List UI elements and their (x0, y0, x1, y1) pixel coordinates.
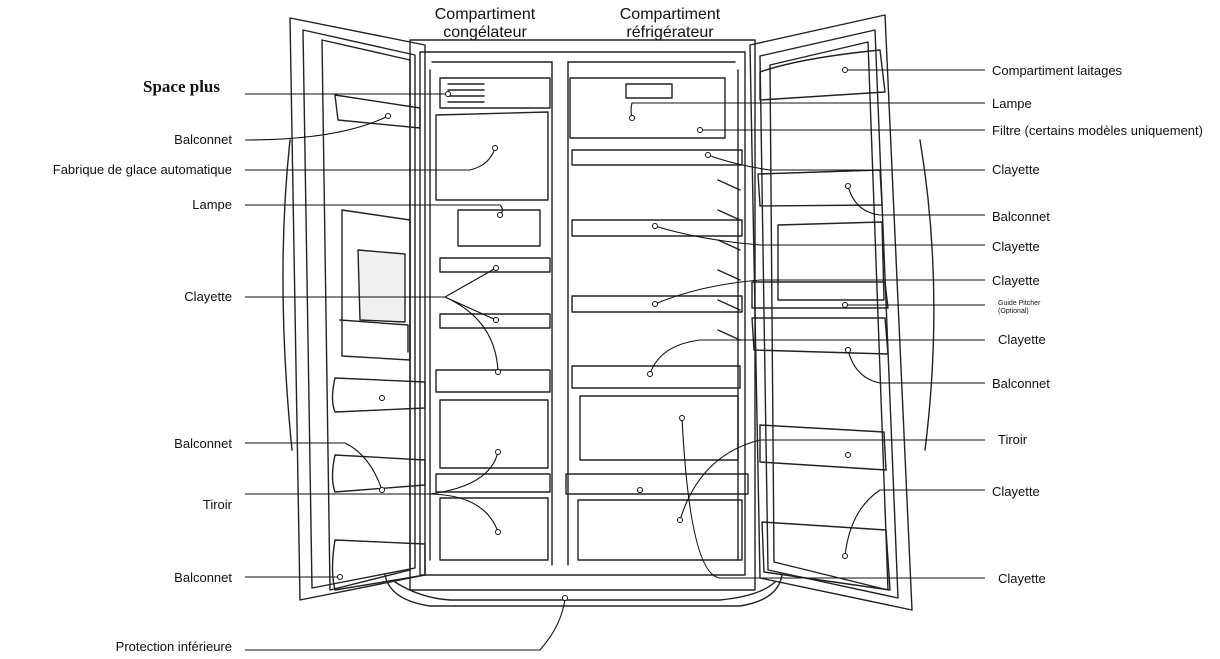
label-filtre: Filtre (certains modèles uniquement) (992, 123, 1203, 138)
fridge-header: Compartiment réfrigérateur (600, 6, 740, 42)
leader-tiroir-left (245, 451, 499, 495)
cabinet (384, 39, 783, 607)
label-clayette-right-5: Clayette (992, 484, 1040, 499)
label-clayette-right-6: Clayette (998, 571, 1046, 586)
leader-lampe-right (630, 102, 985, 119)
label-balconnet-left-3: Balconnet (174, 570, 232, 585)
leader-clayette-1 (707, 154, 985, 171)
freezer-header: Compartiment congélateur (420, 6, 550, 42)
leader-clayette-5 (844, 489, 985, 557)
label-clayette-right-4: Clayette (998, 332, 1046, 347)
label-protection: Protection inférieure (115, 639, 232, 654)
leader-balconnet-right-2 (847, 349, 985, 384)
label-laitages: Compartiment laitages (992, 63, 1123, 78)
fridge-header-line2: réfrigérateur (626, 24, 714, 41)
label-guide-pitcher-line1: Guide Pitcher (998, 300, 1041, 307)
leader-clayette-6 (681, 417, 985, 579)
label-clayette-right-1: Clayette (992, 162, 1040, 177)
label-clayette-left: Clayette (184, 289, 232, 304)
label-clayette-right-2: Clayette (992, 239, 1040, 254)
label-guide-pitcher-line2: (Optional) (998, 308, 1029, 315)
leader-balconnet-2 (245, 442, 383, 491)
label-tiroir-left: Tiroir (202, 497, 232, 512)
label-tiroir-right: Tiroir (998, 432, 1028, 447)
label-ice-maker: Fabrique de glace automatique (52, 162, 232, 177)
leader-balconnet-right-1 (847, 185, 985, 216)
label-space-plus: Space plus (143, 77, 220, 96)
leader-ice-maker (245, 147, 496, 171)
fridge-interior (565, 77, 749, 561)
label-balconnet-left-2: Balconnet (174, 436, 232, 451)
leader-tiroir-right (679, 439, 985, 521)
label-guide-pitcher: Guide Pitcher (Optional) (998, 300, 1040, 316)
label-balconnet-right-1: Balconnet (992, 209, 1050, 224)
leader-balconnet-1 (244, 115, 389, 141)
fridge-header-line1: Compartiment (619, 6, 721, 23)
label-lampe-right: Lampe (992, 96, 1032, 111)
leader-clayette-2 (654, 225, 985, 246)
leader-protection (245, 597, 566, 651)
freezer-interior (435, 77, 551, 561)
freezer-door (282, 17, 426, 601)
leader-clayette-4 (649, 339, 985, 375)
leader-clayette-branches (444, 267, 499, 373)
label-lampe-left: Lampe (192, 197, 232, 212)
freezer-header-line1: Compartiment (434, 6, 536, 23)
leader-tiroir-left-2 (429, 493, 499, 533)
label-clayette-right-3: Clayette (992, 273, 1040, 288)
freezer-header-line2: congélateur (443, 24, 527, 41)
fridge-door (749, 14, 935, 611)
label-balconnet-right-2: Balconnet (992, 376, 1050, 391)
leader-clayette-3 (654, 279, 985, 305)
label-balconnet-left-1: Balconnet (174, 132, 232, 147)
